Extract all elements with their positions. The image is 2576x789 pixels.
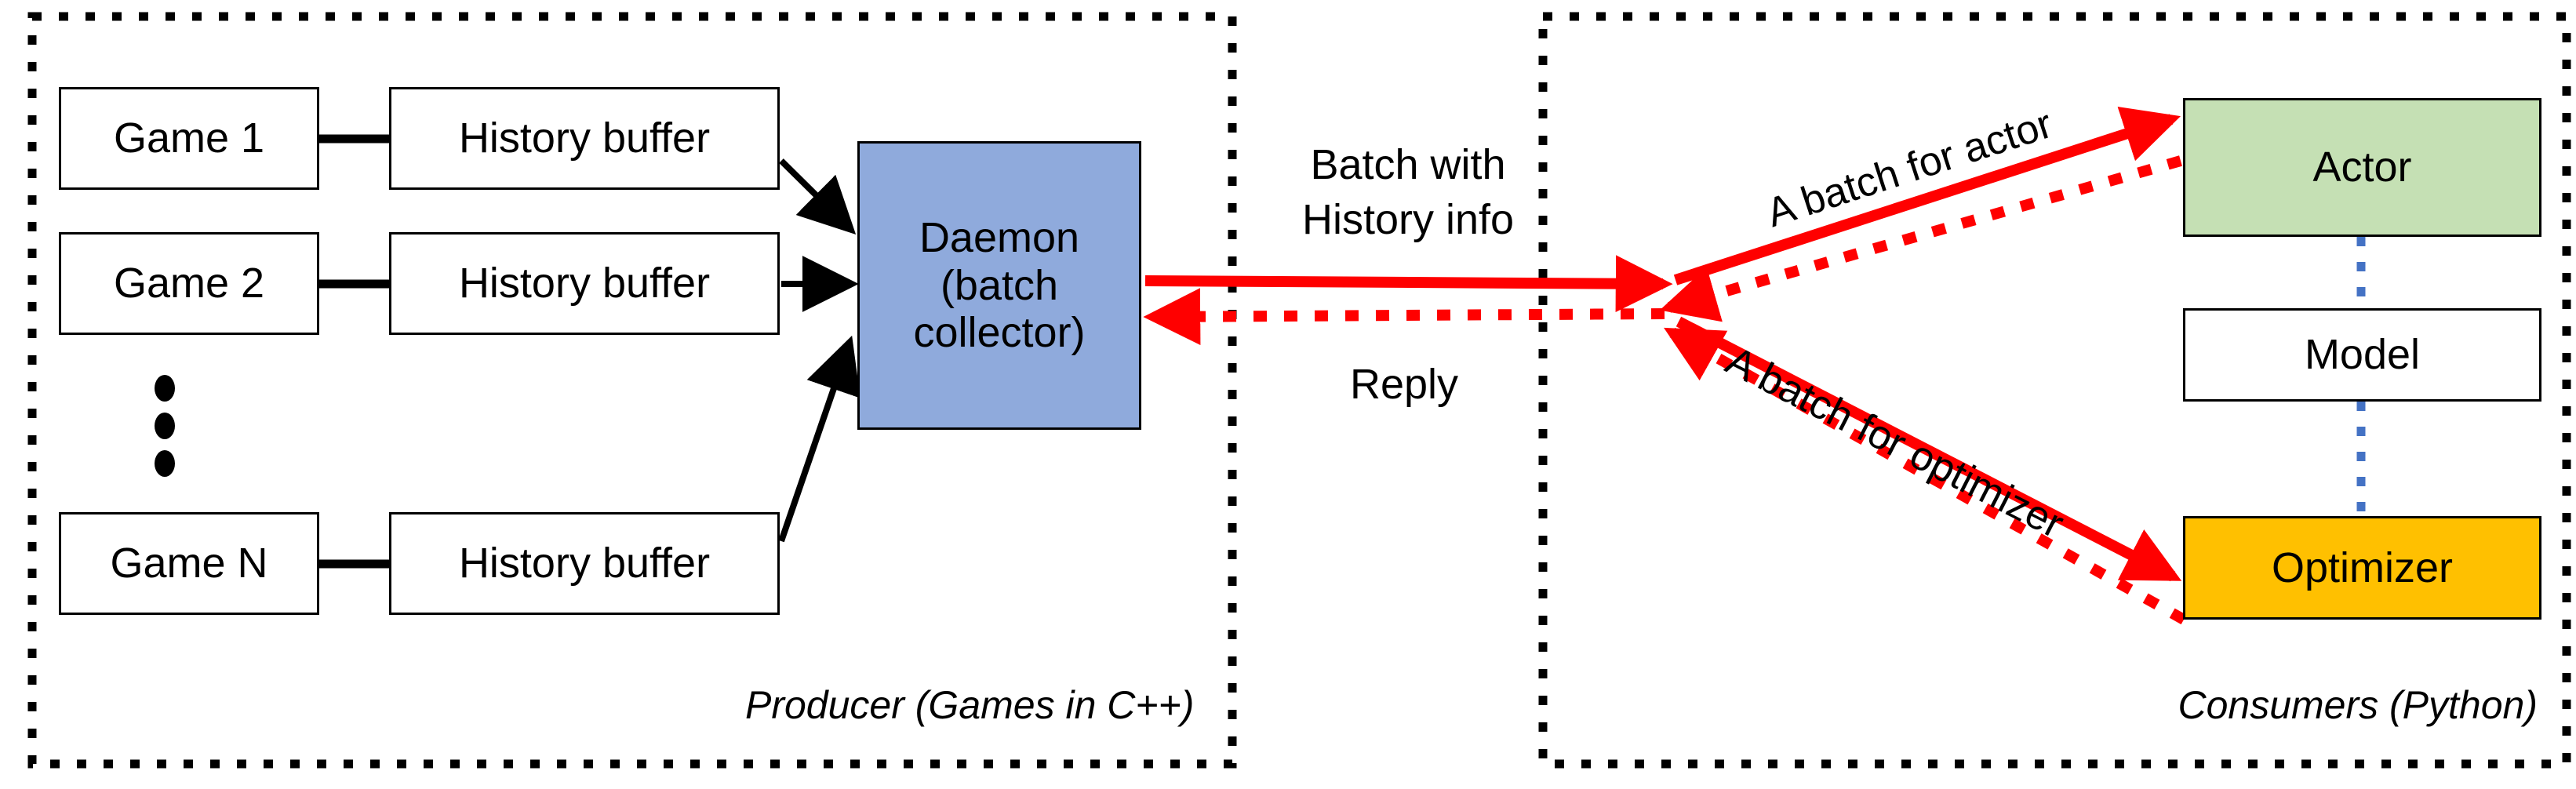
game-1-box[interactable]: Game 1 [59, 87, 319, 190]
actor-box[interactable]: Actor [2183, 98, 2541, 237]
daemon-box[interactable]: Daemon (batch collector) [857, 141, 1141, 430]
game-2-box[interactable]: Game 2 [59, 232, 319, 335]
actor-label: Actor [2312, 144, 2412, 191]
producer-zone-label: Producer (Games in C++) [745, 683, 1195, 727]
ellipsis-dot [155, 413, 175, 439]
arrow-batch-for-actor [1673, 106, 2181, 285]
history-buffer-2-label: History buffer [458, 260, 711, 307]
consumers-zone-label: Consumers (Python) [2178, 683, 2538, 727]
arrow-buffer1-to-daemon [779, 158, 857, 235]
game-2-label: Game 2 [113, 260, 265, 307]
batch-request-label: Batch with History info [1301, 141, 1515, 244]
consumers-zone-border [1538, 12, 2571, 769]
arrow-buffern-to-daemon [778, 335, 860, 543]
game-n-box[interactable]: Game N [59, 512, 319, 615]
history-buffer-1-label: History buffer [458, 115, 711, 162]
model-label: Model [2304, 331, 2421, 379]
history-buffer-2-box[interactable]: History buffer [389, 232, 780, 335]
game-n-label: Game N [110, 540, 268, 587]
vertical-ellipsis-icon [153, 375, 176, 477]
arrow-reply [1143, 288, 1665, 346]
producer-zone-border [27, 12, 1237, 769]
ellipsis-dot [155, 450, 175, 477]
game-1-label: Game 1 [113, 115, 265, 162]
daemon-label: Daemon (batch collector) [913, 214, 1086, 357]
reply-label: Reply [1349, 361, 1459, 408]
arrow-optimizer-reply [1664, 327, 2187, 625]
history-buffer-n-label: History buffer [458, 540, 711, 587]
model-box[interactable]: Model [2183, 308, 2541, 402]
ellipsis-dot [155, 375, 175, 402]
arrow-batch-for-optimizer [1675, 316, 2182, 582]
optimizer-label: Optimizer [2271, 544, 2454, 591]
history-buffer-1-box[interactable]: History buffer [389, 87, 780, 190]
optimizer-box[interactable]: Optimizer [2183, 516, 2541, 620]
arrow-batch-request [1144, 255, 1673, 313]
history-buffer-n-box[interactable]: History buffer [389, 512, 780, 615]
